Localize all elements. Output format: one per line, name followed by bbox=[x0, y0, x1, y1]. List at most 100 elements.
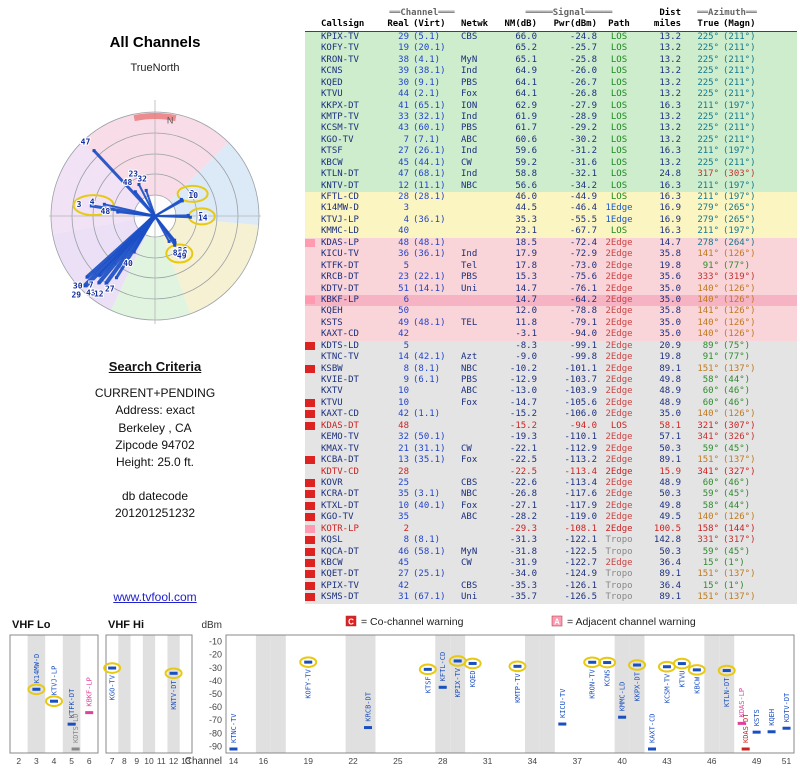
table-cell: KSTS bbox=[321, 317, 343, 328]
table-cell: (211°) bbox=[723, 77, 756, 88]
table-cell: PBS bbox=[461, 123, 478, 134]
table-cell: -15.2 bbox=[509, 420, 537, 431]
table-cell: 225° bbox=[697, 123, 719, 134]
table-cell: (211°) bbox=[723, 54, 756, 65]
table-cell: -3.1 bbox=[515, 329, 537, 340]
table-cell: (126°) bbox=[723, 294, 756, 305]
table-cell: -26.0 bbox=[569, 66, 597, 77]
svg-text:-40: -40 bbox=[209, 676, 222, 686]
table-cell: 2Edge bbox=[605, 237, 633, 248]
table-cell: (8.1) bbox=[413, 363, 441, 374]
table-cell: 21 bbox=[398, 443, 409, 454]
table-cell: 7 bbox=[403, 134, 409, 145]
table-cell: -113.4 bbox=[564, 466, 597, 477]
table-cell: 91° bbox=[702, 260, 719, 271]
table-cell: -34.2 bbox=[569, 180, 597, 191]
table-cell: 28 bbox=[398, 466, 409, 477]
table-cell: 49.8 bbox=[659, 375, 681, 385]
table-cell: 2Edge bbox=[605, 432, 633, 443]
table-cell: PBS bbox=[461, 77, 478, 88]
table-cell: 2Edge bbox=[605, 283, 633, 294]
co-channel-warning-marker bbox=[305, 478, 315, 487]
table-cell: 333° bbox=[697, 272, 719, 283]
table-cell: KBKF-LP bbox=[321, 294, 359, 305]
svg-text:-30: -30 bbox=[209, 663, 222, 673]
table-cell: -103.9 bbox=[564, 386, 597, 397]
svg-text:29: 29 bbox=[71, 291, 81, 300]
table-cell: (319°) bbox=[723, 272, 756, 283]
table-cell: 20.9 bbox=[659, 340, 681, 351]
table-cell: 49.5 bbox=[659, 512, 681, 523]
table-cell: (126°) bbox=[723, 249, 756, 260]
table-cell bbox=[409, 512, 457, 523]
table-cell: (126°) bbox=[723, 409, 756, 420]
co-channel-warning-marker bbox=[305, 547, 315, 556]
svg-text:-60: -60 bbox=[209, 702, 222, 712]
svg-text:50: 50 bbox=[178, 249, 188, 258]
table-cell: -31.2 bbox=[569, 146, 597, 157]
svg-text:16: 16 bbox=[259, 756, 269, 766]
svg-text:48: 48 bbox=[101, 207, 111, 216]
table-cell: 64.9 bbox=[515, 66, 537, 77]
table-cell: 2Edge bbox=[605, 317, 633, 328]
table-cell: 19 bbox=[398, 43, 409, 54]
svg-text:KDAS-DT: KDAS-DT bbox=[742, 713, 750, 743]
table-cell: LOS bbox=[610, 134, 628, 145]
table-cell: (38.1) bbox=[413, 66, 446, 77]
table-cell: 142.8 bbox=[653, 535, 681, 546]
table-cell: (36.1) bbox=[413, 214, 446, 225]
table-cell: 23 bbox=[398, 272, 409, 283]
table-cell: -28.9 bbox=[569, 111, 597, 122]
table-cell: (42.1) bbox=[413, 352, 446, 363]
table-cell: 18.5 bbox=[515, 237, 537, 248]
table-cell: (211°) bbox=[723, 111, 756, 122]
svg-text:36: 36 bbox=[178, 246, 188, 255]
true-north-label: TrueNorth bbox=[130, 62, 180, 74]
table-cell: (137°) bbox=[723, 592, 756, 603]
table-cell: -76.1 bbox=[569, 283, 597, 294]
table-cell: 10 bbox=[398, 500, 409, 511]
table-cell: KXTV bbox=[321, 386, 343, 397]
site-link-wrap: www.tvfool.com bbox=[35, 590, 275, 604]
table-cell: -22.1 bbox=[509, 443, 537, 454]
table-cell bbox=[457, 215, 497, 226]
table-cell bbox=[409, 386, 457, 397]
table-cell: (35.1) bbox=[413, 455, 446, 466]
table-cell: 13.2 bbox=[659, 31, 681, 42]
svg-text:47: 47 bbox=[81, 137, 91, 146]
svg-text:C: C bbox=[348, 618, 354, 627]
table-cell: 61.9 bbox=[515, 111, 537, 122]
table-cell: -126.1 bbox=[564, 580, 597, 591]
table-cell: 225° bbox=[697, 134, 719, 145]
table-cell: 16.3 bbox=[659, 100, 681, 111]
table-cell: KKPX-DT bbox=[321, 100, 359, 111]
table-cell: Fox bbox=[461, 89, 478, 100]
table-cell: 13 bbox=[398, 455, 409, 466]
table-cell: 60.6 bbox=[515, 134, 537, 145]
table-cell: 5 bbox=[403, 340, 409, 351]
table-cell: (4.1) bbox=[413, 54, 441, 65]
table-cell: Tropo bbox=[605, 535, 633, 546]
table-cell: Tropo bbox=[605, 592, 633, 603]
table-cell: -106.0 bbox=[564, 409, 597, 420]
co-channel-warning-marker bbox=[305, 364, 315, 373]
svg-text:KOFY-TV: KOFY-TV bbox=[305, 668, 313, 698]
table-cell: 9 bbox=[403, 375, 409, 385]
table-cell: 35.3 bbox=[515, 214, 537, 225]
table-cell: 140° bbox=[697, 294, 719, 305]
table-cell: -28.2 bbox=[509, 512, 537, 523]
table-cell: Tropo bbox=[605, 569, 633, 580]
table-cell: (60.1) bbox=[413, 123, 446, 134]
table-cell: 45 bbox=[398, 157, 409, 168]
table-cell: (1°) bbox=[723, 580, 745, 591]
tvfool-link[interactable]: www.tvfool.com bbox=[113, 590, 197, 604]
